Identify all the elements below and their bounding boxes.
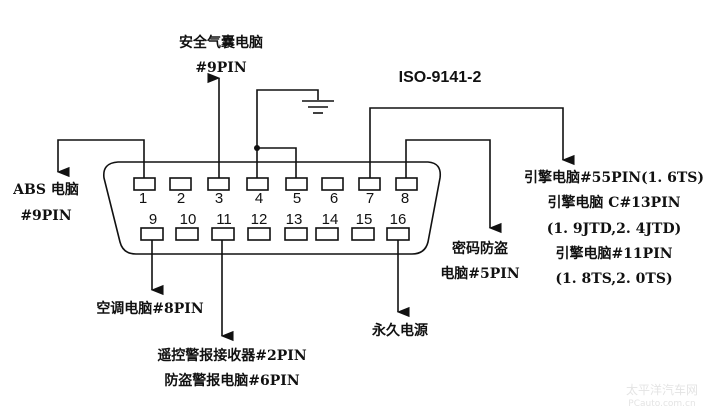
pin-number: 5: [293, 190, 301, 207]
pin-number: 8: [401, 190, 409, 207]
pin-8: [395, 177, 418, 191]
pin7-wire: [369, 107, 575, 178]
watermark-logo: 太平洋汽车网: [626, 382, 698, 397]
pin-number: 3: [215, 190, 223, 207]
watermark-url: PCauto.com.cn: [628, 399, 695, 409]
pin-4: [246, 177, 269, 191]
engine-label-3: (1. 9JTD,2. 4JTD): [547, 221, 681, 237]
immobilizer-pin-label: 电脑#5PIN: [440, 265, 520, 282]
pin-number: 12: [251, 211, 268, 228]
pin-7: [358, 177, 381, 191]
immobilizer-label: 密码防盗: [451, 240, 509, 257]
ground-icon: [302, 100, 334, 114]
engine-label-1: 引擎电脑#55PIN(1. 6TS): [524, 169, 704, 186]
pin-number: 11: [216, 211, 232, 228]
pin-number: 4: [255, 190, 263, 207]
pin-16: [386, 227, 410, 241]
pin4-wire: [256, 89, 319, 178]
pin-13: [284, 227, 308, 241]
engine-label-2: 引擎电脑 C#13PIN: [547, 194, 680, 211]
pin-number: 1: [139, 190, 147, 207]
pin-10: [175, 227, 199, 241]
engine-label-4: 引擎电脑#11PIN: [555, 245, 672, 262]
abs-pin-label: #9PIN: [20, 208, 72, 224]
pin-number: 15: [356, 211, 373, 228]
pin-number: 7: [366, 190, 374, 207]
pin-number: 2: [177, 190, 185, 207]
power-label: 永久电源: [371, 322, 428, 339]
pin-12: [247, 227, 271, 241]
engine-label-5: (1. 8TS,2. 0TS): [555, 271, 672, 287]
alarm-receiver-label: 遥控警报接收器#2PIN: [157, 347, 307, 364]
pin-14: [315, 227, 339, 241]
pin-11: [211, 227, 235, 241]
pin1-wire: [56, 139, 145, 178]
ac-label: 空调电脑#8PIN: [96, 300, 204, 317]
pin-number: 16: [390, 211, 407, 228]
pin-5: [285, 177, 308, 191]
pin-number: 10: [180, 211, 197, 228]
pin-number: 14: [322, 211, 339, 228]
pin-3: [207, 177, 230, 191]
abs-label: ABS 电脑: [12, 181, 79, 198]
pin8-wire: [405, 139, 502, 234]
pin-number: 6: [330, 190, 338, 207]
pin-row-top: 1 2 3 4 5 6 7 8: [133, 177, 418, 207]
pin-number: 9: [149, 211, 157, 228]
protocol-title: ISO-9141-2: [399, 69, 482, 86]
pin-1: [133, 177, 156, 191]
pin-6: [321, 177, 344, 191]
pin-number: 13: [286, 211, 303, 228]
airbag-label: 安全气囊电脑: [179, 34, 263, 51]
pin5-wire: [257, 147, 297, 178]
airbag-pin-label: #9PIN: [195, 60, 247, 76]
pin-2: [169, 177, 192, 191]
alarm-computer-label: 防盗警报电脑#6PIN: [164, 372, 300, 389]
pin-9: [140, 227, 164, 241]
pin-row-bottom: 9 10 11 12 13 14 15 16: [140, 211, 410, 241]
pin-15: [351, 227, 375, 241]
connector-outline: [102, 161, 442, 255]
